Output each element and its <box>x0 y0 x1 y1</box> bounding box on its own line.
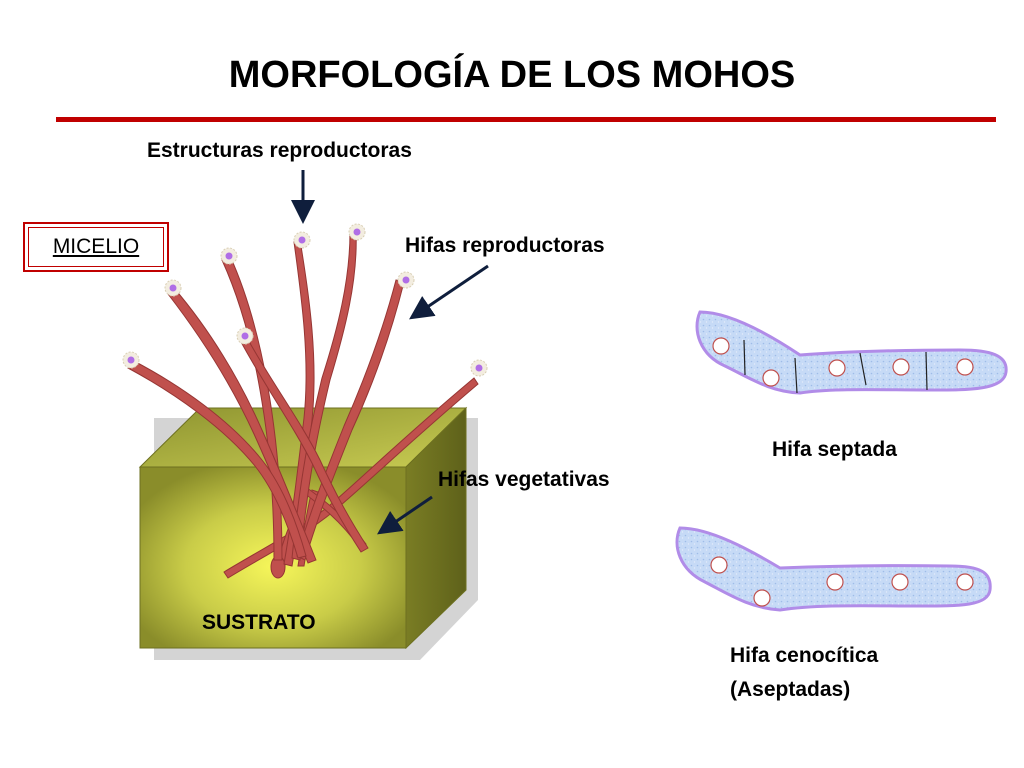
reproductive-hypha <box>283 239 315 567</box>
reproductive-hypha <box>239 335 369 553</box>
page-title: MORFOLOGÍA DE LOS MOHOS <box>228 54 796 96</box>
coenocytic-hypha-drawing <box>675 526 992 612</box>
hyphae-group <box>127 231 479 579</box>
label-aseptadas: (Aseptadas) <box>730 678 851 701</box>
label-hifa-septada: Hifa septada <box>772 438 897 461</box>
label-sustrato: SUSTRATO <box>202 611 316 634</box>
reproductive-hypha <box>167 287 317 564</box>
label-hifas-vegetativas: Hifas vegetativas <box>438 468 610 491</box>
label-hifas-reproductoras: Hifas reproductoras <box>405 234 605 257</box>
septate-hypha-drawing <box>695 310 1008 395</box>
label-estructuras-reproductoras: Estructuras reproductoras <box>147 139 412 162</box>
label-micelio: MICELIO <box>52 235 140 258</box>
reproductive-hypha <box>291 231 357 561</box>
title-underline <box>56 117 996 122</box>
arrow-hifas-reproductoras <box>409 264 489 320</box>
label-hifa-cenocitica: Hifa cenocítica <box>730 644 879 667</box>
spore-tips <box>122 223 488 377</box>
arrow-hifas-vegetativas <box>377 495 433 535</box>
micelio-box: MICELIO <box>23 222 169 272</box>
reproductive-hypha <box>127 359 307 559</box>
